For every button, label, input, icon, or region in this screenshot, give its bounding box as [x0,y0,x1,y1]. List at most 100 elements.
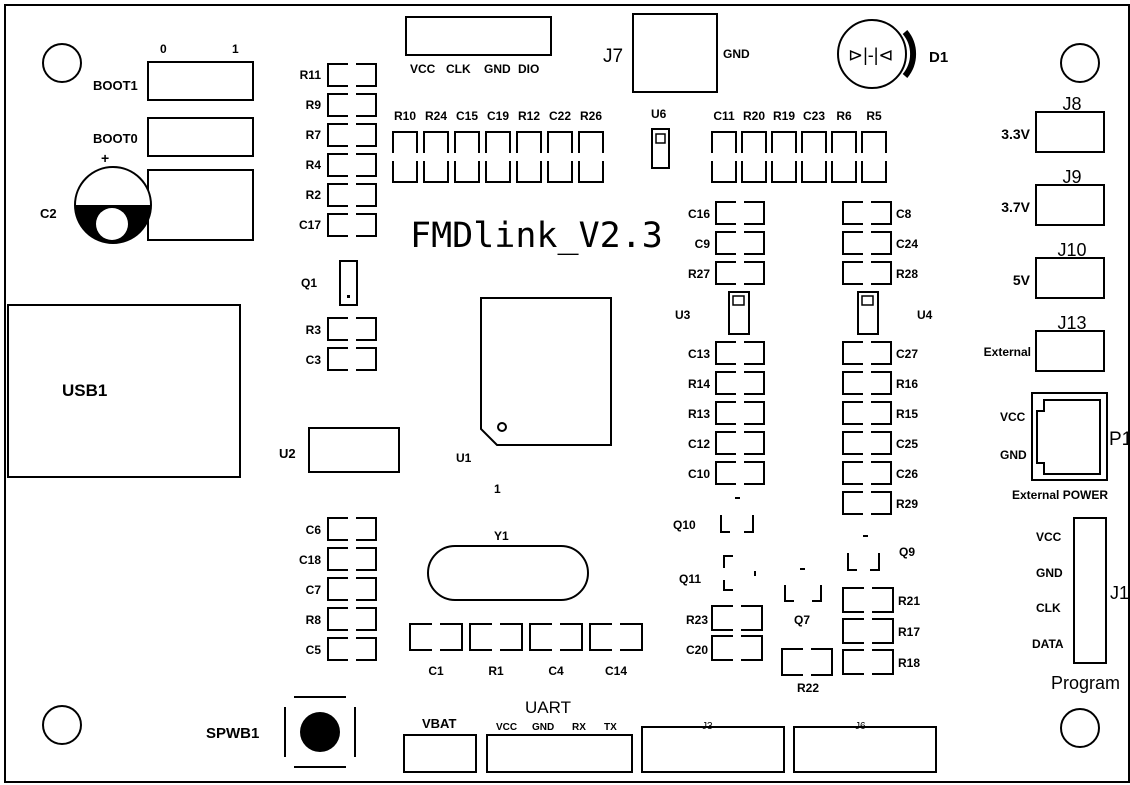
part-label: C13 [688,347,710,361]
smd-footprint [842,201,892,225]
smd-footprint [842,261,892,285]
smd-footprint [842,231,892,255]
part-label: C22 [549,109,571,123]
u3-body [728,291,750,335]
smd-footprint [715,401,765,425]
q11-body [723,555,733,591]
smd-footprint [327,637,377,661]
jtag-pin-clk: CLK [446,62,471,76]
vbat-label: VBAT [422,716,456,731]
q1-body [339,260,358,306]
smd-footprint [715,231,765,255]
smd-footprint [589,623,643,651]
jumper-id: J9 [1062,167,1081,187]
c2-plus: + [101,150,109,166]
j3-connector [641,726,785,773]
smd-footprint [392,131,418,183]
part-label: C24 [896,237,918,251]
jumper-voltage: 5V [1013,272,1031,288]
smd-footprint [454,131,480,183]
u6-label: U6 [651,107,667,121]
u1-pin1: 1 [494,482,501,496]
part-label: R2 [306,188,322,202]
boot1-label: BOOT1 [93,78,138,93]
smd-footprint [327,317,377,341]
j7-label: J7 [603,46,623,67]
usb-connector [7,304,241,478]
j11-caption: Program [1051,673,1120,693]
smd-footprint [547,131,573,183]
part-label: C9 [695,237,711,251]
j7-connector [632,13,718,93]
smd-footprint [327,607,377,631]
uart-connector [486,734,633,773]
smd-footprint [469,623,523,651]
part-label: C23 [803,109,825,123]
p1-gnd: GND [1000,448,1027,462]
part-label: R8 [306,613,322,627]
switch-button [300,712,340,752]
part-label: R15 [896,407,918,421]
q7-label: Q7 [794,613,810,627]
p1-connector [1031,392,1108,481]
c2-label: C2 [40,206,57,221]
board-title: FMDlink_V2.3 [410,216,663,256]
part-label: R28 [896,267,918,281]
smd-footprint [842,341,892,365]
part-label: C18 [299,553,321,567]
u6-body [651,128,670,169]
jumper-voltage: External [984,345,1031,359]
smd-footprint [842,649,894,675]
u4-label: U4 [917,308,933,322]
d1-label: D1 [929,49,948,66]
smd-footprint [715,261,765,285]
part-label: R13 [688,407,710,421]
jumper-voltage: 3.3V [1001,126,1030,142]
smd-footprint [842,587,894,613]
smd-footprint [741,131,767,183]
part-label: R4 [306,158,322,172]
smd-footprint [801,131,827,183]
part-label: C20 [686,643,708,657]
smd-footprint [861,131,887,183]
smd-footprint [327,123,377,147]
j11-header [1073,517,1107,664]
part-label: C7 [306,583,322,597]
uart-pin-tx: TX [604,722,617,733]
smd-footprint [781,648,833,676]
smd-footprint [327,63,377,87]
u2-label: U2 [279,446,296,461]
u1-label: U1 [456,451,472,465]
smd-footprint [715,431,765,455]
smd-footprint [831,131,857,183]
q9-label: Q9 [899,545,915,559]
smd-footprint [485,131,511,183]
q7-body [784,585,822,602]
y1-label: Y1 [494,529,509,543]
part-label: C4 [548,664,564,678]
smd-footprint [842,618,894,644]
jumper-voltage: 3.7V [1001,199,1030,215]
part-label: R24 [425,109,447,123]
smd-footprint [327,347,377,371]
smd-footprint [529,623,583,651]
u1-pin1-dot [497,422,507,432]
mounting-hole-top-left [42,43,82,83]
part-label: R7 [306,128,322,142]
smd-footprint [715,341,765,365]
smd-footprint [771,131,797,183]
smd-footprint [715,461,765,485]
part-label: R23 [686,613,708,627]
boot-pos-0: 0 [160,42,167,56]
j11-pin-vcc: VCC [1036,530,1062,544]
c2-footprint [147,169,254,241]
part-label: R18 [898,656,920,670]
part-label: R12 [518,109,540,123]
smd-footprint [327,93,377,117]
jtag-pin-gnd: GND [484,62,511,76]
